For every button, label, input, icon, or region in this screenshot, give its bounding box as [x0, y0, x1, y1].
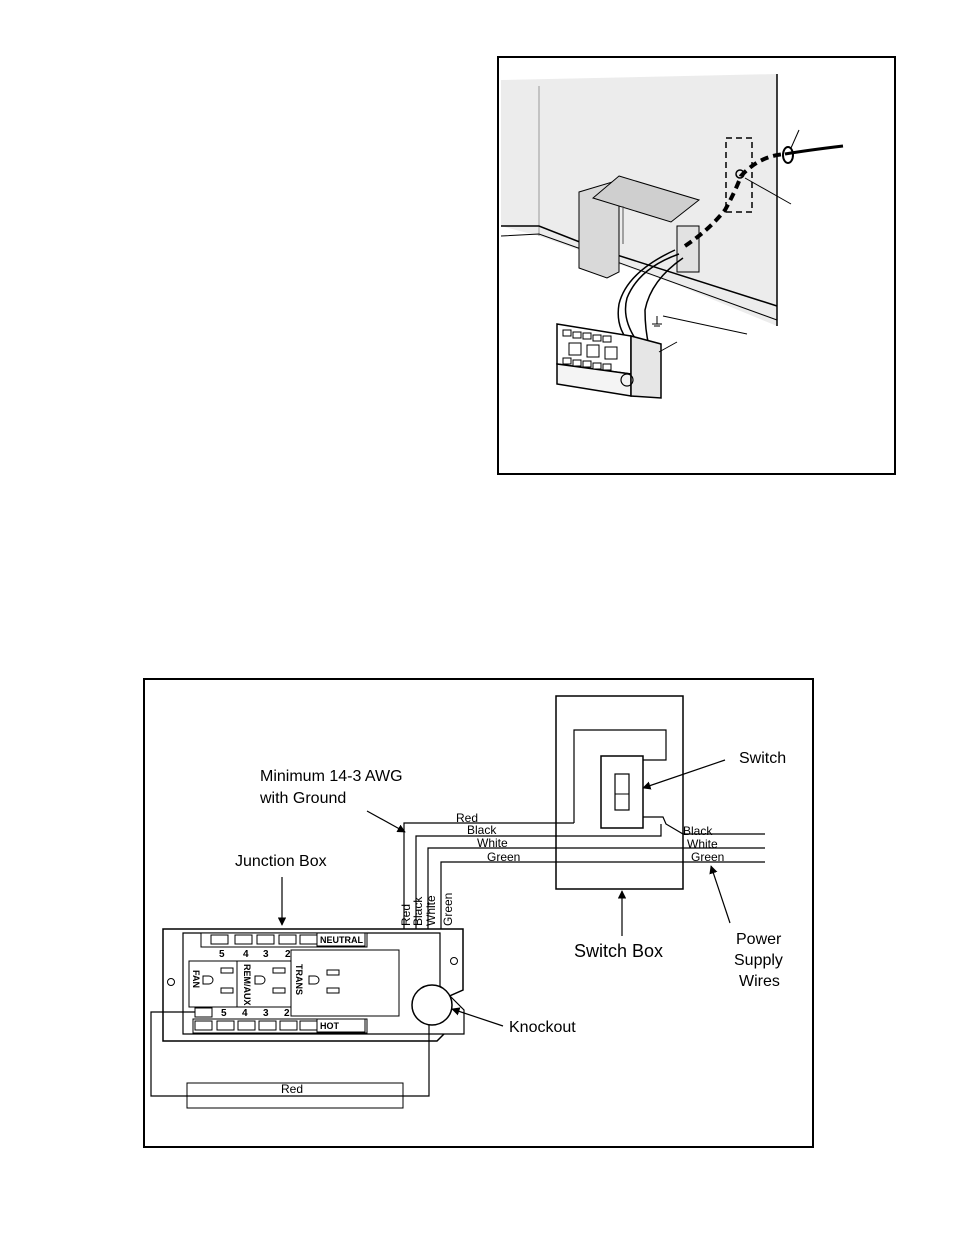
- wire-label-white: White: [477, 836, 508, 850]
- vwire-label-green: Green: [441, 893, 455, 926]
- receptacle-fan-label: FAN: [191, 970, 201, 988]
- wire-label-red: Red: [456, 811, 478, 825]
- leader-jbox: [658, 341, 678, 353]
- supply-label-green: Green: [691, 850, 724, 864]
- installation-drawing: [500, 74, 844, 399]
- wiring-diagram: Red Black White Green Red Black White Gr…: [143, 678, 814, 1148]
- wire-black: [415, 824, 662, 930]
- jumper-label: Red: [281, 1082, 303, 1096]
- neutral-num-2: 2: [285, 949, 291, 960]
- wire-label-green: Green: [487, 850, 520, 864]
- junction-box-label: Junction Box: [235, 853, 327, 870]
- neutral-label-box: [316, 932, 366, 947]
- power-supply-arrow: [709, 865, 731, 924]
- receptacle-trans-label: TRANS: [294, 964, 304, 995]
- jumper-label-box: [186, 1082, 404, 1109]
- knockout-label: Knockout: [509, 1019, 576, 1036]
- power-supply-label-2: Supply: [734, 952, 783, 969]
- switch-out-black: [643, 816, 765, 835]
- hot-label-box: [316, 1018, 366, 1033]
- jumper-wire: [150, 1011, 430, 1097]
- baseboard-line: [501, 225, 778, 307]
- wiring-diagram-svg: Red Black White Green Red Black White Gr…: [150, 695, 786, 1109]
- wire-2: [644, 257, 684, 347]
- cable-label-line-1: Minimum 14-3 AWG: [260, 768, 403, 785]
- neutral-num-4: 4: [243, 949, 249, 960]
- wall-box-outline: [725, 137, 753, 213]
- switch-arrow: [642, 759, 726, 790]
- receptacle-block-right: [290, 949, 400, 1017]
- wire-label-black: Black: [467, 823, 497, 837]
- switch-box-label: Switch Box: [574, 941, 663, 961]
- leader-grommet: [790, 129, 800, 149]
- vwire-label-black: Black: [411, 896, 425, 926]
- bracket-top: [591, 175, 701, 223]
- knockout-arrow: [451, 1007, 504, 1027]
- hot-num-2: 2: [284, 1008, 290, 1019]
- wire-green: [440, 861, 765, 930]
- wire-1: [624, 253, 680, 345]
- switch-loop-wire: [573, 729, 667, 823]
- cable-in-wall: [683, 152, 786, 248]
- leader-wall-box: [744, 177, 792, 205]
- knockout-circle: [411, 984, 453, 1026]
- jbox-knockout: [620, 373, 634, 387]
- vwire-label-white: White: [424, 895, 438, 926]
- neutral-num-3: 3: [263, 949, 269, 960]
- cable-grommet: [782, 146, 794, 164]
- power-supply-label-1: Power: [736, 931, 782, 948]
- jbox-terminals: [562, 329, 618, 371]
- receptacle-remaux-label: REM/AUX: [242, 964, 252, 1006]
- mount-hole-left: [167, 978, 175, 986]
- mount-hole-right: [450, 957, 458, 965]
- supply-label-white: White: [687, 837, 718, 851]
- hot-terminals: [194, 1007, 318, 1031]
- hot-num-5: 5: [221, 1008, 227, 1019]
- receptacle-slots: [202, 967, 340, 994]
- hot-label: HOT: [320, 1021, 340, 1031]
- wire-3: [617, 249, 676, 345]
- leader-ground: [662, 315, 748, 335]
- wire-red: [403, 822, 574, 930]
- cable-exit: [784, 144, 844, 156]
- cable-arrow: [366, 810, 406, 833]
- switch-label: Switch: [739, 750, 786, 767]
- neutral-num-5: 5: [219, 949, 225, 960]
- installation-illustration: [497, 56, 896, 475]
- floor-line: [500, 233, 778, 321]
- cable-label-line-2: with Ground: [259, 790, 346, 807]
- hot-num-4: 4: [242, 1008, 248, 1019]
- neutral-label: NEUTRAL: [320, 935, 363, 945]
- supply-label-black: Black: [683, 824, 713, 838]
- vwire-label-red: Red: [399, 904, 413, 926]
- power-supply-label-3: Wires: [739, 973, 780, 990]
- switch-toggle: [614, 773, 630, 811]
- jbox-side: [630, 335, 662, 399]
- wire-white: [427, 847, 765, 930]
- neutral-terminals: [210, 934, 318, 945]
- hot-num-3: 3: [263, 1008, 269, 1019]
- panel-cutout: [676, 225, 700, 273]
